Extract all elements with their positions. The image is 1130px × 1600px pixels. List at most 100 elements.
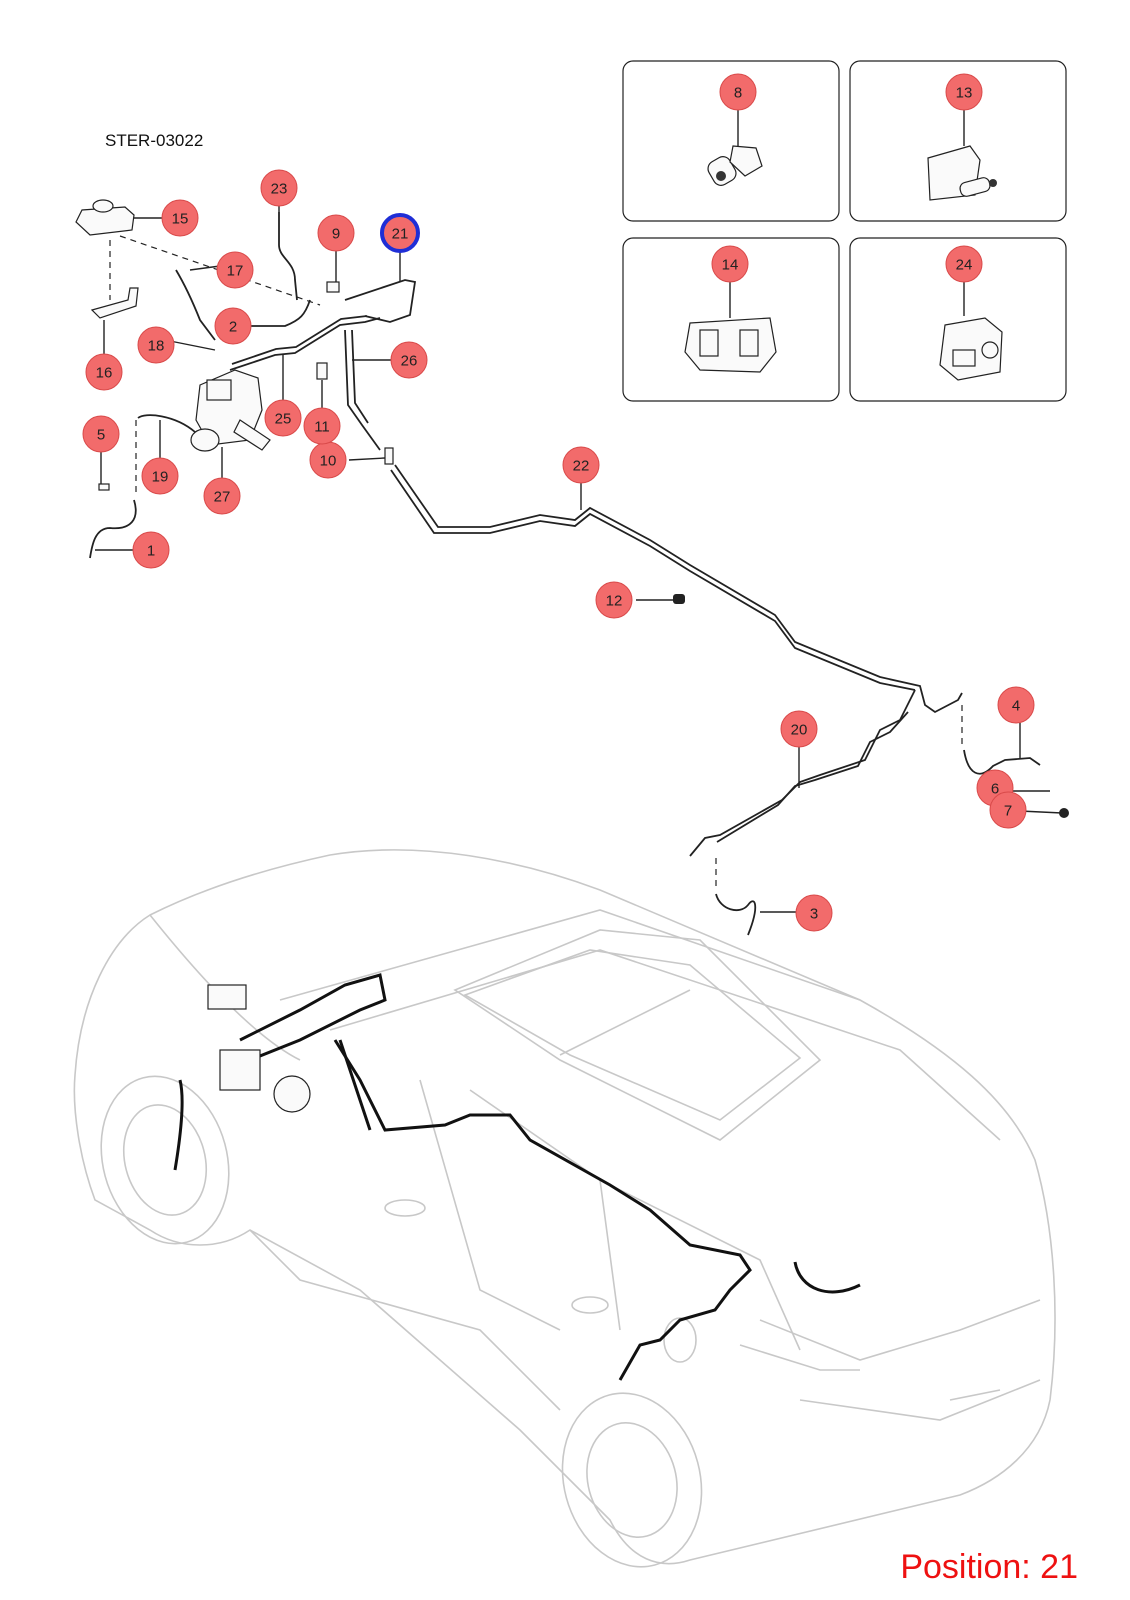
- hose-1: [89, 499, 137, 559]
- callout-9[interactable]: 9: [317, 214, 355, 252]
- bolt-5: [98, 448, 110, 491]
- callout-23-marker: [260, 169, 298, 207]
- brake-line-21: [344, 252, 417, 323]
- callout-25[interactable]: 25: [264, 399, 302, 437]
- callout-15-marker: [161, 199, 199, 237]
- callout-24-label: 24: [956, 257, 973, 274]
- callout-1-label: 1: [147, 543, 155, 560]
- callout-22-marker: [562, 446, 600, 484]
- inset-box-24[interactable]: [849, 237, 1067, 402]
- drawing-code: STER-03022: [105, 131, 204, 150]
- callout-23[interactable]: 23: [260, 169, 298, 207]
- callout-18[interactable]: 18: [137, 326, 175, 364]
- vehicle-brake-lines: [173, 973, 861, 1381]
- callout-26-label: 26: [401, 353, 418, 370]
- callout-12-marker: [595, 581, 633, 619]
- callout-14[interactable]: 14: [711, 245, 749, 283]
- callout-2-marker: [214, 307, 252, 345]
- abs-module-27: [159, 338, 271, 482]
- callout-10[interactable]: 10: [309, 441, 347, 479]
- callout-26-marker: [390, 341, 428, 379]
- callout-7-label: 7: [1004, 803, 1012, 820]
- callout-20[interactable]: 20: [780, 710, 818, 748]
- callout-25-marker: [264, 399, 302, 437]
- callout-2[interactable]: 2: [214, 307, 252, 345]
- callout-4[interactable]: 4: [997, 686, 1035, 724]
- callout-9-label: 9: [332, 226, 340, 243]
- callout-4-label: 4: [1012, 698, 1020, 715]
- bracket-16: [90, 287, 139, 355]
- clip-part-illustration: [927, 145, 997, 201]
- hose-4: [961, 705, 1041, 775]
- callout-3[interactable]: 3: [795, 894, 833, 932]
- inset-box-14[interactable]: [622, 237, 840, 402]
- callout-11[interactable]: 11: [303, 407, 341, 445]
- callout-14-marker: [711, 245, 749, 283]
- callout-18-label: 18: [148, 338, 165, 355]
- callout-13-label: 13: [956, 85, 973, 102]
- callout-16-label: 16: [96, 365, 113, 382]
- brake-line-22: [390, 464, 963, 714]
- callout-20-marker: [780, 710, 818, 748]
- brake-line-25: [229, 315, 381, 405]
- callout-21-marker: [380, 213, 420, 253]
- callout-9-marker: [317, 214, 355, 252]
- callout-19-label: 19: [152, 469, 169, 486]
- brake-line-26: [344, 329, 393, 451]
- callout-17[interactable]: 17: [216, 251, 254, 289]
- callout-27-label: 27: [214, 489, 231, 506]
- clip-10-11: [316, 362, 394, 465]
- inset-box-13[interactable]: [849, 60, 1067, 222]
- hose-3: [715, 858, 796, 936]
- hose-23: [278, 200, 298, 301]
- callout-4-marker: [997, 686, 1035, 724]
- inset-box-8[interactable]: [622, 60, 840, 222]
- callout-8[interactable]: 8: [719, 73, 757, 111]
- callout-6-label: 6: [991, 781, 999, 798]
- callout-7[interactable]: 7: [989, 791, 1027, 829]
- vehicle-outline: [73, 849, 1056, 1568]
- callout-27[interactable]: 27: [203, 477, 241, 515]
- callout-19[interactable]: 19: [141, 457, 179, 495]
- callout-12[interactable]: 12: [595, 581, 633, 619]
- callout-13[interactable]: 13: [945, 73, 983, 111]
- callout-12-label: 12: [606, 593, 623, 610]
- bracket-part-illustration: [684, 317, 777, 373]
- callout-17-marker: [216, 251, 254, 289]
- callout-2-label: 2: [229, 319, 237, 336]
- callout-15[interactable]: 15: [161, 199, 199, 237]
- connector-part-illustration: [939, 317, 1003, 381]
- callout-3-marker: [795, 894, 833, 932]
- hose-17: [175, 265, 221, 341]
- callout-7-marker: [989, 791, 1027, 829]
- callout-22-label: 22: [573, 458, 590, 475]
- callout-5-marker: [82, 415, 120, 453]
- callout-24[interactable]: 24: [945, 245, 983, 283]
- callout-22[interactable]: 22: [562, 446, 600, 484]
- callout-11-label: 11: [314, 419, 330, 436]
- callout-3-label: 3: [810, 906, 818, 923]
- position-label: Position: 21: [900, 1548, 1078, 1586]
- callout-24-marker: [945, 245, 983, 283]
- callout-21-label: 21: [392, 226, 409, 243]
- callout-16[interactable]: 16: [85, 353, 123, 391]
- fluid-reservoir: [75, 199, 162, 236]
- callout-19-marker: [141, 457, 179, 495]
- callout-16-marker: [85, 353, 123, 391]
- callout-15-label: 15: [172, 211, 189, 228]
- hose-2: [249, 299, 311, 327]
- clip-12: [636, 594, 685, 604]
- callout-26[interactable]: 26: [390, 341, 428, 379]
- callout-23-label: 23: [271, 181, 288, 198]
- callout-21[interactable]: 21: [380, 213, 420, 253]
- callout-5[interactable]: 5: [82, 415, 120, 453]
- callout-17-label: 17: [227, 263, 244, 280]
- callout-10-label: 10: [320, 453, 337, 470]
- callout-1[interactable]: 1: [132, 531, 170, 569]
- callout-27-marker: [203, 477, 241, 515]
- callout-11-marker: [303, 407, 341, 445]
- callout-14-label: 14: [722, 257, 739, 274]
- callout-18-marker: [137, 326, 175, 364]
- bolt-6-7: [1010, 790, 1069, 818]
